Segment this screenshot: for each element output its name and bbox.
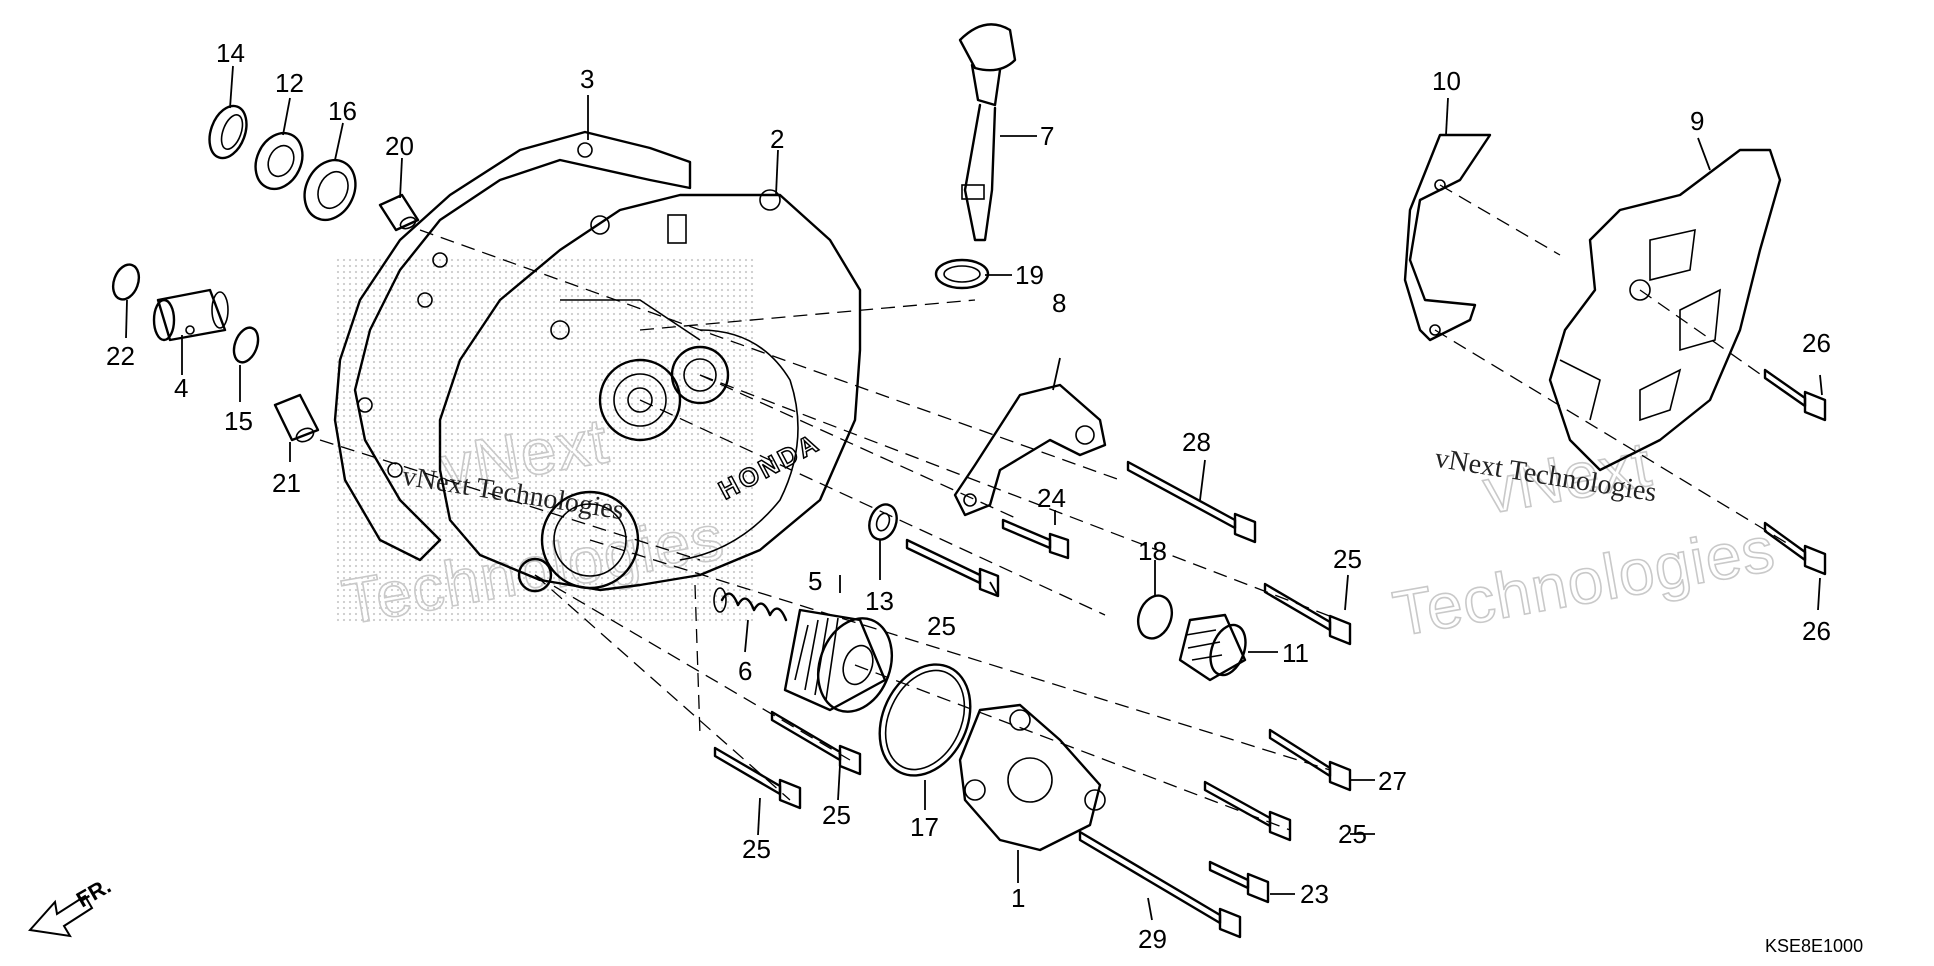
oil-dipstick-7 — [958, 23, 1017, 242]
callout-20: 20 — [385, 131, 414, 161]
oil-seal-16 — [303, 158, 357, 222]
diagram-code: KSE8E1000 — [1765, 936, 1863, 956]
callout-19: 19 — [1015, 260, 1044, 290]
washer-12 — [254, 131, 304, 191]
bolt — [1268, 728, 1352, 792]
dowel-pin-20 — [378, 193, 420, 232]
bolt — [1208, 860, 1270, 904]
bolt — [1763, 368, 1827, 422]
callout-4: 4 — [174, 373, 188, 403]
watermark-company: Technologies — [1388, 512, 1780, 650]
side-cover-9 — [1548, 148, 1782, 472]
callout-18: 18 — [1138, 536, 1167, 566]
callout-9: 9 — [1690, 106, 1704, 136]
callout-21: 21 — [272, 468, 301, 498]
bolt — [905, 538, 1000, 598]
callout-27: 27 — [1378, 766, 1407, 796]
dowel-pin-21 — [273, 393, 320, 443]
washer-15 — [232, 326, 260, 364]
callout-11: 11 — [1282, 638, 1309, 668]
callout-25: 25 — [1333, 544, 1362, 574]
callout-14: 14 — [216, 38, 245, 68]
callout-8: 8 — [1052, 288, 1066, 318]
bolt — [1263, 582, 1352, 646]
callout-12: 12 — [275, 68, 304, 98]
gasket-holes — [357, 142, 593, 478]
callout-23: 23 — [1300, 879, 1329, 909]
callout-labels: 14 12 16 20 3 2 7 19 8 10 9 22 4 15 21 2… — [106, 38, 1831, 954]
callout-17: 17 — [910, 812, 939, 842]
o-ring-19 — [934, 258, 990, 290]
oil-filter-cover-1 — [958, 703, 1106, 852]
callout-29: 29 — [1138, 924, 1167, 954]
bolt — [1763, 521, 1827, 576]
oil-filter-5 — [783, 608, 893, 713]
gasket-10 — [1403, 133, 1492, 342]
callout-10: 10 — [1432, 66, 1461, 96]
bolt — [1078, 830, 1242, 939]
front-direction-arrow: FR. — [28, 873, 115, 938]
bolt — [1001, 518, 1070, 560]
callout-2: 2 — [770, 124, 784, 154]
callout-1: 1 — [1011, 883, 1025, 913]
callout-25: 25 — [822, 800, 851, 830]
circlip-14 — [208, 104, 248, 160]
callout-28: 28 — [1182, 427, 1211, 457]
callout-6: 6 — [738, 656, 752, 686]
callout-26: 26 — [1802, 328, 1831, 358]
callout-16: 16 — [328, 96, 357, 126]
spring-6 — [713, 587, 788, 622]
callout-24: 24 — [1037, 483, 1066, 513]
gasket — [333, 130, 692, 562]
callout-25: 25 — [927, 611, 956, 641]
bolt — [1126, 460, 1257, 544]
o-ring-17 — [878, 663, 972, 777]
callout-5: 5 — [808, 566, 822, 596]
front-label: FR. — [72, 873, 115, 912]
callout-25: 25 — [742, 834, 771, 864]
callout-22: 22 — [106, 341, 135, 371]
shaft-4 — [152, 288, 229, 342]
bolt — [713, 746, 802, 810]
callout-26: 26 — [1802, 616, 1831, 646]
leader-lines — [125, 65, 1823, 921]
callout-3: 3 — [580, 64, 594, 94]
circlip-22 — [111, 263, 141, 301]
o-ring-18 — [1136, 594, 1174, 640]
watermark-right: vNext Technologies vNext Technologies — [1387, 427, 1781, 651]
callout-25: 25 — [1338, 819, 1367, 849]
alignment-lines — [319, 184, 1791, 831]
bracket-8 — [953, 383, 1107, 517]
callout-15: 15 — [224, 406, 253, 436]
plug-11 — [1178, 613, 1247, 682]
callout-7: 7 — [1040, 121, 1054, 151]
bolt — [770, 710, 862, 776]
bolt — [1203, 780, 1292, 842]
callout-13: 13 — [865, 586, 894, 616]
